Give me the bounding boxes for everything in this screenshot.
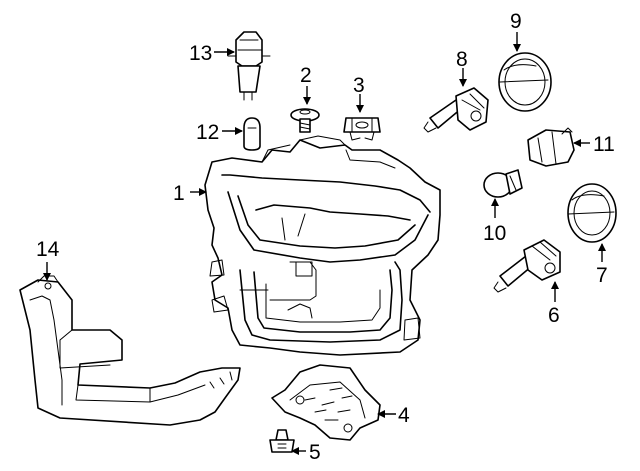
callout-11: 11 [593, 133, 615, 156]
callout-7: 7 [596, 264, 608, 287]
callout-14: 14 [36, 238, 60, 261]
callout-2: 2 [300, 64, 312, 87]
headlamp-bulb-icon [423, 87, 489, 133]
dust-cap-icon [567, 183, 617, 243]
callout-labels: 1 2 3 4 5 6 7 8 9 10 11 12 13 14 [36, 10, 615, 464]
dust-cap-icon [498, 52, 552, 112]
headlamp-bulb-icon [493, 239, 561, 293]
callout-1: 1 [173, 182, 185, 205]
clip-nut-icon [343, 117, 381, 141]
callout-9: 9 [510, 10, 522, 33]
callout-4: 4 [398, 404, 410, 427]
screw-icon [290, 108, 320, 133]
bolt-icon [269, 429, 295, 453]
mounting-bracket-icon [271, 364, 381, 441]
leader-lines [43, 32, 606, 455]
callout-6: 6 [548, 304, 560, 327]
filler-panel-icon [19, 275, 241, 426]
callout-3: 3 [353, 74, 365, 97]
wedge-bulb-icon [243, 117, 261, 151]
callout-10: 10 [483, 222, 506, 245]
bulb-socket-icon [227, 31, 271, 101]
turn-signal-bulb-icon [483, 169, 523, 198]
callout-13: 13 [189, 42, 212, 65]
headlamp-assembly-icon [204, 135, 441, 356]
callout-8: 8 [456, 48, 468, 71]
bulb-socket-icon [527, 127, 575, 167]
callout-12: 12 [196, 121, 219, 144]
callout-5: 5 [309, 441, 321, 464]
